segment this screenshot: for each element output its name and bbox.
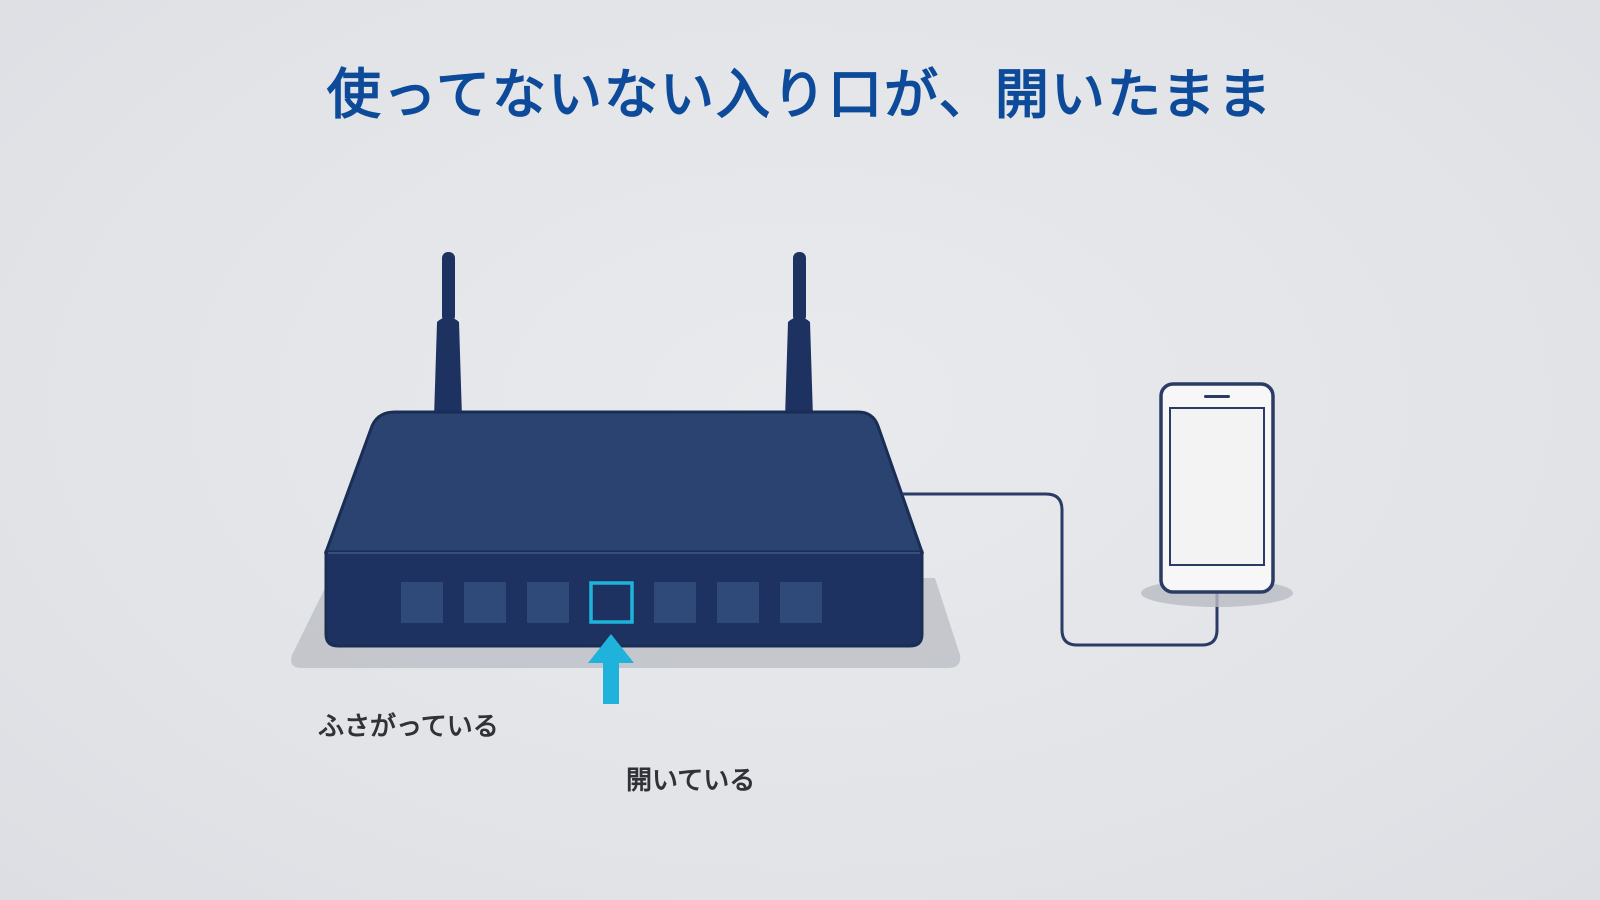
antenna-right xyxy=(785,252,813,418)
label-open-port: 開いている xyxy=(626,766,756,796)
port-closed xyxy=(464,582,506,623)
diagram-title: 使ってないない入り口が、開いたまま xyxy=(326,63,1274,126)
label-closed-ports: ふさがっている xyxy=(318,712,499,742)
arrow-up-icon xyxy=(588,634,634,704)
port-closed xyxy=(527,582,569,623)
port-open xyxy=(589,581,634,624)
antenna-left xyxy=(434,252,462,418)
port-closed xyxy=(401,582,443,623)
router-ports xyxy=(401,581,822,624)
port-closed xyxy=(717,582,759,623)
smartphone-icon xyxy=(1159,382,1275,594)
port-closed xyxy=(780,582,822,623)
cable xyxy=(902,492,1219,647)
port-closed xyxy=(654,582,696,623)
